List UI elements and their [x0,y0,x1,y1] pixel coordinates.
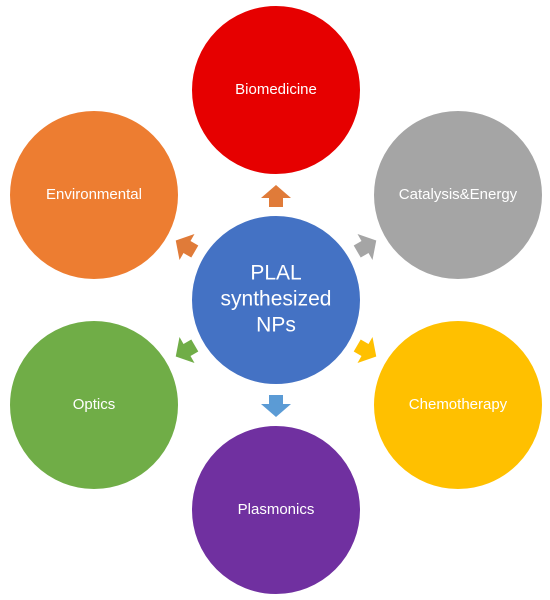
biomedicine-label: Biomedicine [235,81,317,98]
node-environmental: Environmental [8,109,180,281]
center-label-line-3: NPs [256,314,296,337]
catalysis-energy-label: Catalysis&Energy [399,186,518,203]
chemotherapy-label: Chemotherapy [409,396,508,413]
arrow-to-environmental [175,234,199,260]
arrow-to-chemotherapy [353,337,377,363]
arrow-to-plasmonics [261,395,291,417]
node-plasmonics: Plasmonics [190,424,362,596]
node-biomedicine: Biomedicine [190,4,362,176]
center-circle [190,214,362,386]
catalysis-energy-circle [372,109,544,281]
environmental-circle [8,109,180,281]
node-chemotherapy: Chemotherapy [372,319,544,491]
chemotherapy-circle [372,319,544,491]
center-label-line-1: PLAL [250,262,301,285]
arrow-to-biomedicine [261,185,291,207]
optics-circle [8,319,180,491]
center-node: PLAL synthesized NPs [190,214,362,386]
optics-label: Optics [73,396,116,413]
environmental-label: Environmental [46,186,142,203]
arrow-to-catalysis-energy [353,234,377,260]
node-optics: Optics [8,319,180,491]
center-label-line-2: synthesized [221,288,332,311]
arrow-to-optics [175,337,199,363]
plasmonics-circle [190,424,362,596]
node-catalysis-energy: Catalysis&Energy [372,109,544,281]
plasmonics-label: Plasmonics [238,501,315,518]
biomedicine-circle [190,4,362,176]
